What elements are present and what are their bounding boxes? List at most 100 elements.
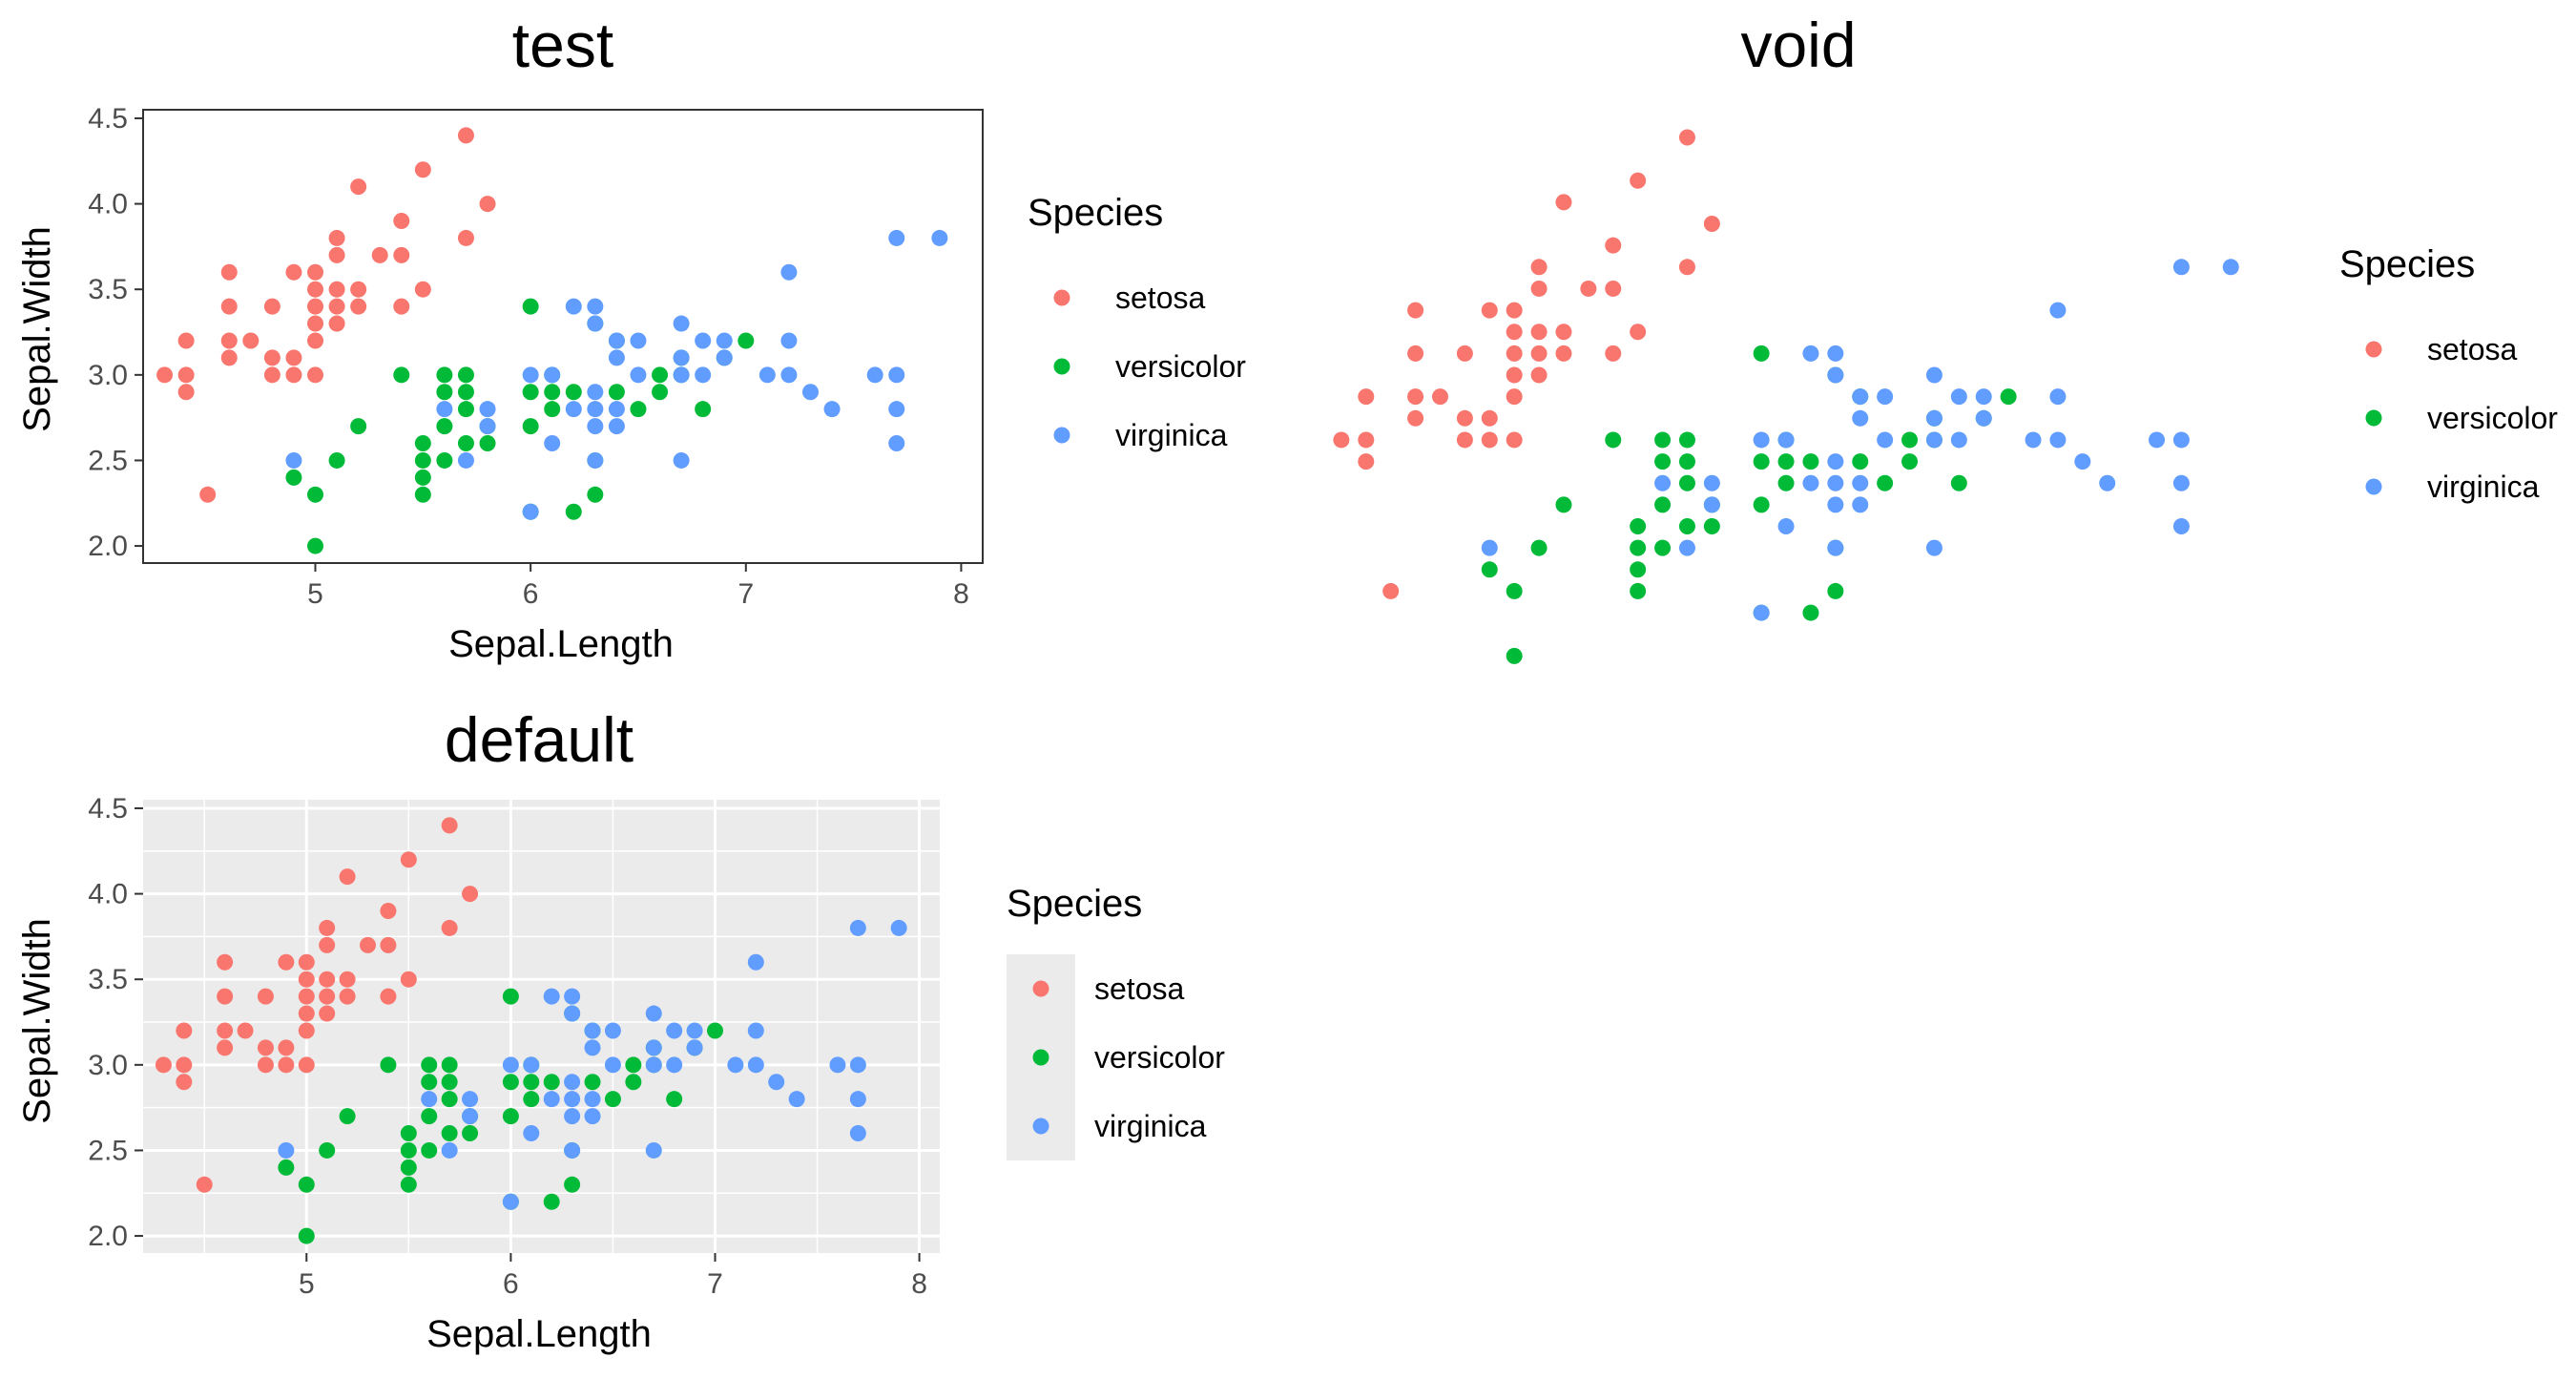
point-setosa xyxy=(400,851,417,868)
point-virginica xyxy=(1827,453,1844,470)
point-virginica xyxy=(522,503,539,520)
point-virginica xyxy=(716,349,733,366)
point-versicolor xyxy=(565,384,582,401)
point-setosa xyxy=(1530,366,1548,384)
point-versicolor xyxy=(544,384,561,401)
point-virginica xyxy=(1802,345,1819,362)
point-setosa xyxy=(1530,324,1548,341)
point-virginica xyxy=(645,1056,662,1074)
point-setosa xyxy=(441,919,458,936)
default-plot-y-label: Sepal.Width xyxy=(16,918,58,1124)
point-setosa xyxy=(298,1056,315,1074)
point-setosa xyxy=(1678,129,1695,146)
point-setosa xyxy=(1358,453,1375,470)
point-setosa xyxy=(328,246,345,263)
point-setosa xyxy=(1358,388,1375,406)
y-tick-label: 4.0 xyxy=(88,879,128,910)
point-virginica xyxy=(630,332,647,349)
point-versicolor xyxy=(1630,518,1647,535)
x-tick-label: 8 xyxy=(953,578,969,610)
point-virginica xyxy=(686,1022,703,1039)
point-setosa xyxy=(263,298,280,315)
point-setosa xyxy=(319,936,336,953)
point-versicolor xyxy=(400,1141,417,1159)
point-virginica xyxy=(727,1056,744,1074)
point-versicolor xyxy=(625,1074,642,1091)
point-versicolor xyxy=(414,451,431,469)
point-virginica xyxy=(278,1141,295,1159)
point-virginica xyxy=(686,1039,703,1056)
point-virginica xyxy=(1925,409,1942,427)
point-virginica xyxy=(1975,388,1992,406)
point-setosa xyxy=(328,315,345,332)
point-virginica xyxy=(1852,388,1869,406)
point-virginica xyxy=(285,451,302,469)
point-virginica xyxy=(1654,474,1672,491)
point-setosa xyxy=(285,349,302,366)
point-versicolor xyxy=(1678,453,1695,470)
point-versicolor xyxy=(421,1056,438,1074)
point-setosa xyxy=(1456,409,1473,427)
point-virginica xyxy=(2222,259,2239,276)
y-tick-label: 3.0 xyxy=(88,1050,128,1081)
point-setosa xyxy=(257,988,274,1005)
point-setosa xyxy=(1678,259,1695,276)
point-setosa xyxy=(1506,302,1523,319)
point-setosa xyxy=(1506,366,1523,384)
point-virginica xyxy=(1925,539,1942,556)
point-setosa xyxy=(371,246,388,263)
point-virginica xyxy=(747,1022,764,1039)
point-setosa xyxy=(156,366,174,384)
point-versicolor xyxy=(652,366,669,384)
x-tick-label: 7 xyxy=(707,1268,723,1300)
point-setosa xyxy=(307,281,324,298)
point-versicolor xyxy=(584,1074,601,1091)
point-setosa xyxy=(278,1056,295,1074)
point-versicolor xyxy=(565,503,582,520)
point-versicolor xyxy=(1630,539,1647,556)
point-versicolor xyxy=(1506,582,1523,599)
point-versicolor xyxy=(421,1141,438,1159)
point-virginica xyxy=(890,919,907,936)
point-versicolor xyxy=(1654,539,1672,556)
point-versicolor xyxy=(441,1125,458,1142)
point-virginica xyxy=(543,988,560,1005)
point-virginica xyxy=(645,1005,662,1022)
point-versicolor xyxy=(414,469,431,486)
point-versicolor xyxy=(544,401,561,418)
point-setosa xyxy=(1407,345,1424,362)
y-tick-label: 4.0 xyxy=(88,189,128,220)
point-setosa xyxy=(414,161,431,178)
point-virginica xyxy=(564,1108,581,1125)
x-tick-label: 5 xyxy=(299,1268,315,1300)
point-virginica xyxy=(1753,431,1770,449)
point-virginica xyxy=(1852,496,1869,513)
point-virginica xyxy=(673,315,690,332)
point-versicolor xyxy=(502,988,519,1005)
point-virginica xyxy=(1877,431,1894,449)
point-versicolor xyxy=(625,1056,642,1074)
point-setosa xyxy=(220,298,238,315)
point-virginica xyxy=(587,384,604,401)
y-tick-label: 2.0 xyxy=(88,531,128,562)
point-virginica xyxy=(716,332,733,349)
point-versicolor xyxy=(441,1091,458,1108)
point-virginica xyxy=(608,349,625,366)
legend-key-virginica xyxy=(1053,427,1070,444)
point-versicolor xyxy=(2000,388,2017,406)
point-setosa xyxy=(177,332,195,349)
point-versicolor xyxy=(1777,474,1795,491)
point-setosa xyxy=(285,366,302,384)
point-setosa xyxy=(393,246,410,263)
point-versicolor xyxy=(1605,431,1622,449)
point-setosa xyxy=(217,953,234,971)
point-versicolor xyxy=(414,435,431,452)
legend-title: Species xyxy=(1007,883,1142,925)
point-virginica xyxy=(587,451,604,469)
point-virginica xyxy=(1852,409,1869,427)
point-virginica xyxy=(565,401,582,418)
point-virginica xyxy=(502,1056,519,1074)
point-versicolor xyxy=(522,384,539,401)
point-setosa xyxy=(1431,388,1448,406)
point-setosa xyxy=(1506,388,1523,406)
